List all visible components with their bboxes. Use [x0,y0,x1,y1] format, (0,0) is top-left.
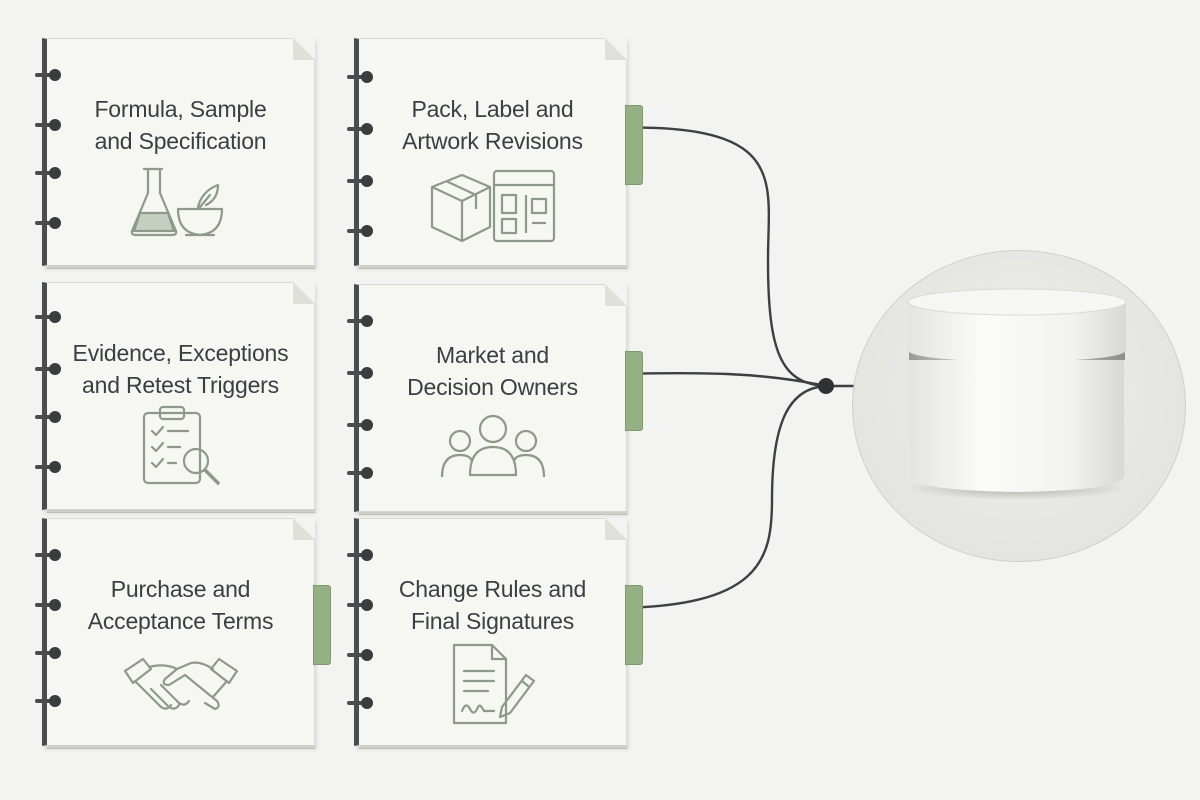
card-tab [625,585,643,665]
card-title: Evidence, Exceptions and Retest Triggers [72,340,289,398]
binder-ring [35,411,61,423]
binder-ring [35,695,61,707]
page-fold [293,282,315,304]
card-tab [625,105,643,185]
binder-ring [347,367,373,379]
box-and-label-icon [430,169,555,243]
binder-ring [347,175,373,187]
handshake-icon [123,657,238,711]
card-purchase: Purchase and Acceptance Terms [35,518,331,749]
binder-ring [347,71,373,83]
binder-ring [35,217,61,229]
page-fold [293,518,315,540]
binder-ring [347,225,373,237]
card-change-rules: Change Rules and Final Signatures [347,518,643,749]
binder-ring [35,119,61,131]
card-tab [625,351,643,431]
binder-ring [35,647,61,659]
card-title: Change Rules and Final Signatures [398,576,587,634]
page-fold [605,38,627,60]
binder-ring [35,461,61,473]
page-fold [605,284,627,306]
flask-and-mortar-icon [130,167,223,237]
connector-line-pack [609,126,827,388]
binder-ring [35,311,61,323]
binder-ring [347,599,373,611]
card-tab [313,585,331,665]
card-market: Market and Decision Owners [347,284,643,515]
binder-ring [35,363,61,375]
card-pack-label: Pack, Label and Artwork Revisions [347,38,643,269]
connector-line-change [609,384,827,610]
binder-ring [35,549,61,561]
junction-dot [818,378,834,394]
card-title: Market and Decision Owners [407,342,578,400]
binder-ring [35,167,61,179]
card-title: Formula, Sample and Specification [94,96,267,154]
clipboard-magnifier-icon [142,405,220,485]
binder-ring [347,649,373,661]
card-evidence: Evidence, Exceptions and Retest Triggers [35,282,316,513]
binder-ring [35,69,61,81]
card-title: Pack, Label and Artwork Revisions [402,96,583,154]
card-title: Purchase and Acceptance Terms [87,576,274,634]
page-fold [293,38,315,60]
people-group-icon [440,414,545,478]
binder-ring [347,697,373,709]
binder-ring [347,315,373,327]
binder-ring [347,123,373,135]
page-fold [605,518,627,540]
binder-ring [35,599,61,611]
cosmetic-jar-icon [905,288,1129,500]
binder-ring [347,467,373,479]
signed-document-icon [452,643,535,725]
binder-ring [347,419,373,431]
binder-ring [347,549,373,561]
card-formula: Formula, Sample and Specification [35,38,316,269]
